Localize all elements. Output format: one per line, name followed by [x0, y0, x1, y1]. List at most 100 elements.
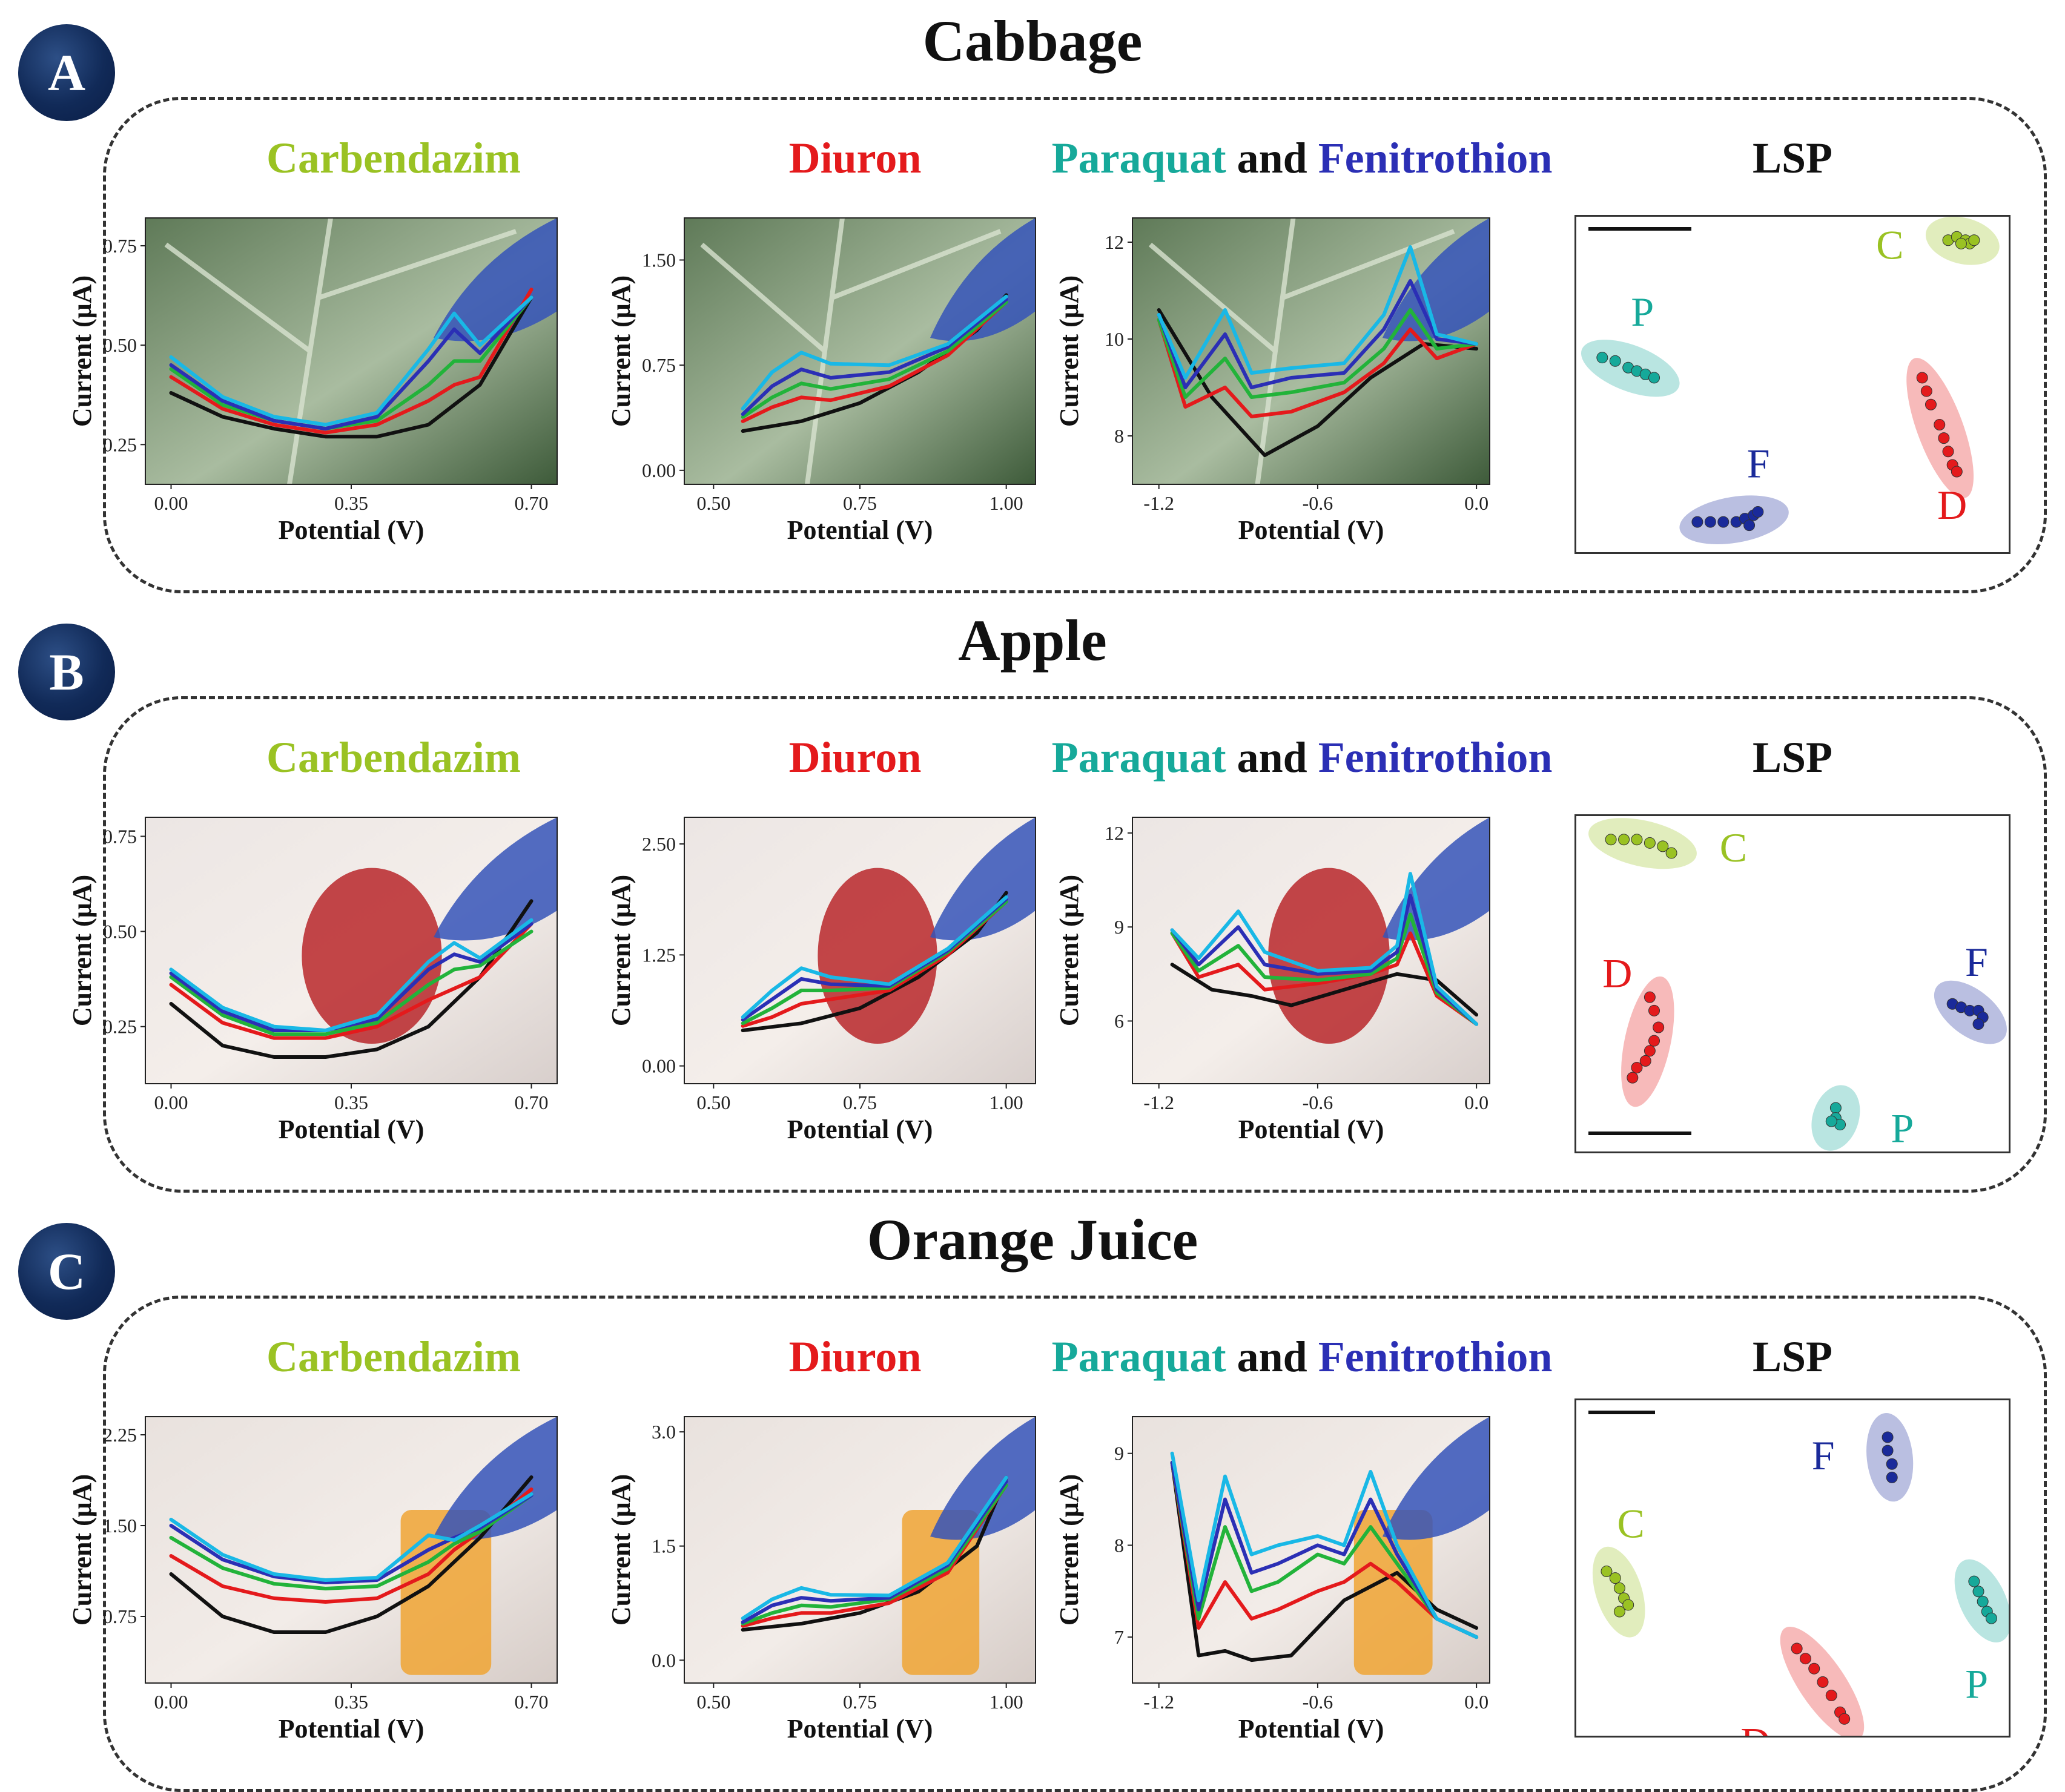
series-line-4 [169, 918, 534, 1032]
cluster-point [1920, 385, 1932, 397]
cluster-point [1839, 1713, 1851, 1725]
cluster-point [1609, 1572, 1621, 1584]
series-line-1 [1157, 318, 1479, 418]
cluster-point [1644, 991, 1656, 1003]
x-axis-label: Potential (V) [1238, 515, 1384, 545]
cluster-point [1596, 352, 1608, 364]
series-line-4 [741, 294, 1008, 410]
subtitle-lsp: LSP [1752, 1332, 1833, 1381]
y-axis-label: Current (μA) [1054, 275, 1084, 427]
sample-photo-background [684, 1417, 1036, 1683]
subtitle-paraquat-fenitrothion: Paraquat and Fenitrothion [1023, 133, 1581, 183]
cluster-point [1631, 1062, 1643, 1073]
y-tick-label: 1.5 [652, 1535, 676, 1557]
cluster-point [1791, 1642, 1803, 1655]
cluster-ellipse [1780, 1626, 1865, 1741]
cluster-label: D [1740, 1719, 1770, 1736]
plot-frame [1132, 1416, 1490, 1684]
y-axis-label: Current (μA) [606, 275, 636, 427]
cluster-label: P [1631, 289, 1654, 335]
x-tick-label: 0.50 [696, 1092, 730, 1113]
x-tick-label: 0.70 [515, 1691, 549, 1713]
cluster-point [1799, 1653, 1811, 1665]
series-line-3 [741, 297, 1008, 417]
series-line-2 [169, 1494, 534, 1590]
y-axis-label: Current (μA) [606, 1474, 636, 1626]
x-tick-label: 0.70 [515, 1092, 549, 1113]
y-axis-label: Current (μA) [1054, 1474, 1084, 1626]
series-line-3 [1170, 1460, 1479, 1639]
cluster-point [1644, 1045, 1656, 1057]
subtitle-carbendazim: Carbendazim [266, 1332, 521, 1381]
cluster-point [1886, 1471, 1898, 1483]
x-tick-label: 1.00 [990, 1092, 1023, 1113]
cluster-point [1972, 1018, 1984, 1030]
juice-glass-decoration [1353, 1510, 1433, 1675]
cluster-point [1977, 1595, 1989, 1607]
cluster-point [1639, 1055, 1651, 1067]
glove-decoration [1383, 1417, 1490, 1540]
subtitle-and: and [1237, 733, 1307, 782]
y-tick-label: 0.75 [642, 354, 676, 376]
subtitle-paraquat-fenitrothion: Paraquat and Fenitrothion [1023, 733, 1581, 783]
y-tick-label: 6 [1114, 1010, 1124, 1032]
y-tick-label: 10 [1105, 328, 1124, 350]
series-line-0 [169, 295, 534, 439]
cluster-point [1657, 840, 1669, 852]
series-line-4 [741, 1475, 1008, 1621]
subtitle-carbendazim: Carbendazim [266, 733, 521, 782]
cluster-point [1825, 1690, 1837, 1702]
subtitle-fenitrothion: Fenitrothion [1318, 1332, 1553, 1381]
series-line-3 [1157, 279, 1479, 389]
series-line-2 [741, 1483, 1008, 1626]
cluster-point [1631, 834, 1643, 846]
series-line-2 [1170, 912, 1479, 1026]
series-line-4 [169, 295, 534, 427]
dashed-frame [103, 1296, 2047, 1792]
series-line-1 [741, 1483, 1008, 1628]
x-tick-label: 0.35 [334, 1092, 368, 1113]
subtitle-and: and [1237, 134, 1307, 182]
y-tick-label: 3.0 [652, 1421, 676, 1443]
series-line-1 [169, 288, 534, 435]
cluster-point [1825, 1115, 1837, 1127]
subtitle-and: and [1237, 1332, 1307, 1381]
cluster-point [1972, 1586, 1984, 1598]
cluster-point [1644, 837, 1656, 849]
panel-title: Cabbage [922, 8, 1143, 73]
x-tick-label: 0.00 [154, 1691, 188, 1713]
cluster-point [1985, 1612, 1997, 1624]
y-tick-label: 9 [1114, 916, 1124, 938]
x-tick-label: 0.70 [515, 492, 549, 514]
x-tick-label: -0.6 [1303, 492, 1333, 514]
cluster-point [1934, 418, 1946, 430]
x-tick-label: 0.50 [696, 1691, 730, 1713]
cluster-point [1717, 516, 1730, 528]
series-line-0 [169, 1475, 534, 1634]
panel-title: Orange Juice [867, 1207, 1198, 1272]
subtitle-fenitrothion: Fenitrothion [1318, 134, 1553, 182]
y-tick-label: 7 [1114, 1626, 1124, 1648]
y-axis-label: Current (μA) [1054, 875, 1084, 1026]
y-tick-label: 1.50 [103, 1515, 137, 1537]
y-tick-label: 1.50 [642, 249, 676, 271]
x-axis-label: Potential (V) [279, 1115, 425, 1144]
cluster-ellipse [1588, 818, 1697, 869]
cluster-point [1886, 1458, 1898, 1470]
x-tick-label: -0.6 [1303, 1691, 1333, 1713]
cluster-point [1942, 446, 1954, 458]
subtitle-paraquat-fenitrothion: Paraquat and Fenitrothion [1023, 1332, 1581, 1382]
cluster-label: D [1602, 950, 1632, 996]
plot-frame [1132, 817, 1490, 1084]
glove-decoration [1383, 817, 1490, 941]
cluster-ellipse [1954, 1559, 2011, 1642]
